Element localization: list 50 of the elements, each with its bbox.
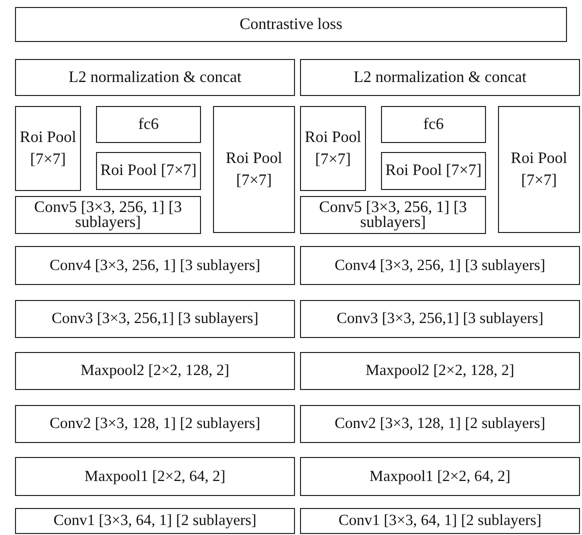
layer-box <box>15 106 81 191</box>
layer-label: Conv4 [3×3, 256, 1] [3 sublayers] <box>334 256 546 274</box>
layer-label: Maxpool1 [2×2, 64, 2] <box>370 468 510 486</box>
layer-label: Roi Pool [7×7] <box>385 163 482 179</box>
layer-label: Roi Pool [7×7] <box>100 163 197 179</box>
layer-label: fc6 <box>423 116 444 134</box>
layer-box <box>15 352 295 390</box>
layer-box <box>300 196 486 234</box>
layer-box <box>381 106 486 143</box>
layer-box <box>15 246 295 285</box>
layer-box <box>381 152 486 190</box>
layer-label: Conv4 [3×3, 256, 1] [3 sublayers] <box>50 256 260 274</box>
layer-box <box>15 457 295 496</box>
layer-label: Maxpool2 [2×2, 128, 2] <box>366 362 514 380</box>
layer-label: Maxpool1 [2×2, 64, 2] <box>84 468 226 486</box>
layer-box <box>300 457 580 496</box>
layer-label: Conv5 [3×3, 256, 1] [3 sublayers] <box>33 200 183 230</box>
layer-box <box>213 106 295 233</box>
layer-box <box>15 196 201 234</box>
layer-label: Roi Pool [7×7] <box>19 128 77 170</box>
layer-label: Conv3 [3×3, 256,1] [3 sublayers] <box>336 310 544 328</box>
layer-label: Maxpool2 [2×2, 128, 2] <box>80 362 230 380</box>
layer-label: Roi Pool [7×7] <box>510 148 568 190</box>
layer-box <box>15 405 295 443</box>
layer-label: Conv2 [3×3, 128, 1] [2 sublayers] <box>50 415 260 433</box>
layer-label: Conv3 [3×3, 256,1] [3 sublayers] <box>52 310 258 328</box>
layer-box <box>15 7 567 42</box>
layer-label: Contrastive loss <box>240 16 342 34</box>
layer-box <box>300 59 580 96</box>
layer-label: Conv1 [3×3, 64, 1] [2 sublayers] <box>338 512 542 530</box>
layer-box <box>300 508 580 534</box>
layer-box <box>300 106 366 191</box>
layer-label: Conv2 [3×3, 128, 1] [2 sublayers] <box>334 415 546 433</box>
layer-label: Conv5 [3×3, 256, 1] [3 sublayers] <box>318 200 468 230</box>
layer-box <box>15 508 295 534</box>
layer-label: Conv1 [3×3, 64, 1] [2 sublayers] <box>54 512 256 530</box>
layer-box <box>300 405 580 443</box>
layer-label: Roi Pool [7×7] <box>224 148 284 190</box>
layer-box <box>300 352 580 390</box>
layer-label: Roi Pool [7×7] <box>304 128 362 170</box>
layer-box <box>498 106 580 233</box>
layer-box <box>96 152 201 190</box>
layer-box <box>96 106 201 143</box>
layer-label: L2 normalization & concat <box>354 68 526 86</box>
layer-box <box>15 59 295 96</box>
layer-box <box>15 300 295 338</box>
layer-box <box>300 246 580 285</box>
layer-label: fc6 <box>138 116 159 134</box>
layer-box <box>300 300 580 338</box>
layer-label: L2 normalization & concat <box>68 68 242 86</box>
